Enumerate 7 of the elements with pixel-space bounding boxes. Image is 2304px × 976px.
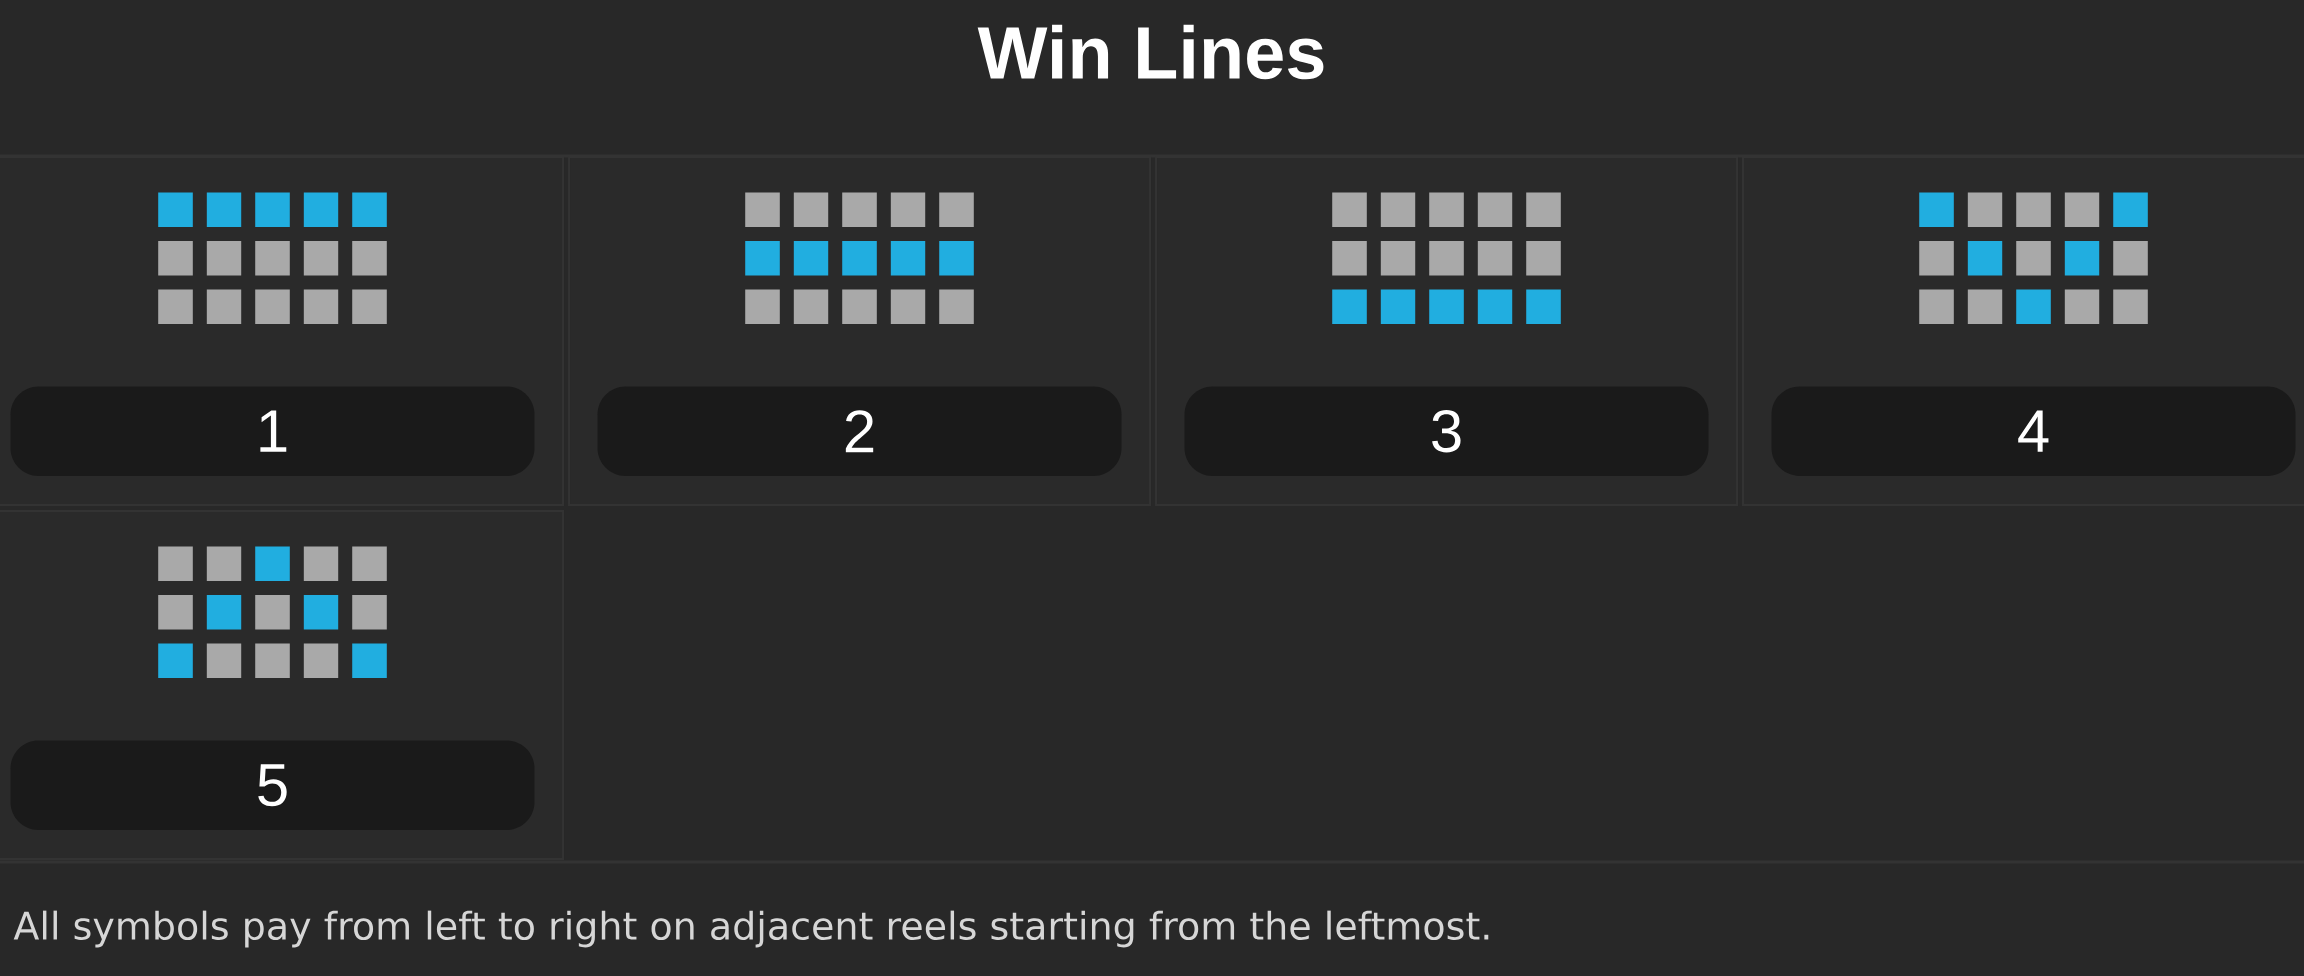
- number-pill: 5: [10, 740, 535, 830]
- number-pill: 1: [10, 386, 535, 476]
- title: Win Lines: [977, 24, 1324, 80]
- number-pill: 2: [597, 386, 1122, 476]
- number-pill: 3: [1184, 386, 1709, 476]
- footnote: All symbols pay from left to right on adjacent reels starting from the leftmost.: [13, 910, 1489, 948]
- number-pill: 4: [1771, 386, 2296, 476]
